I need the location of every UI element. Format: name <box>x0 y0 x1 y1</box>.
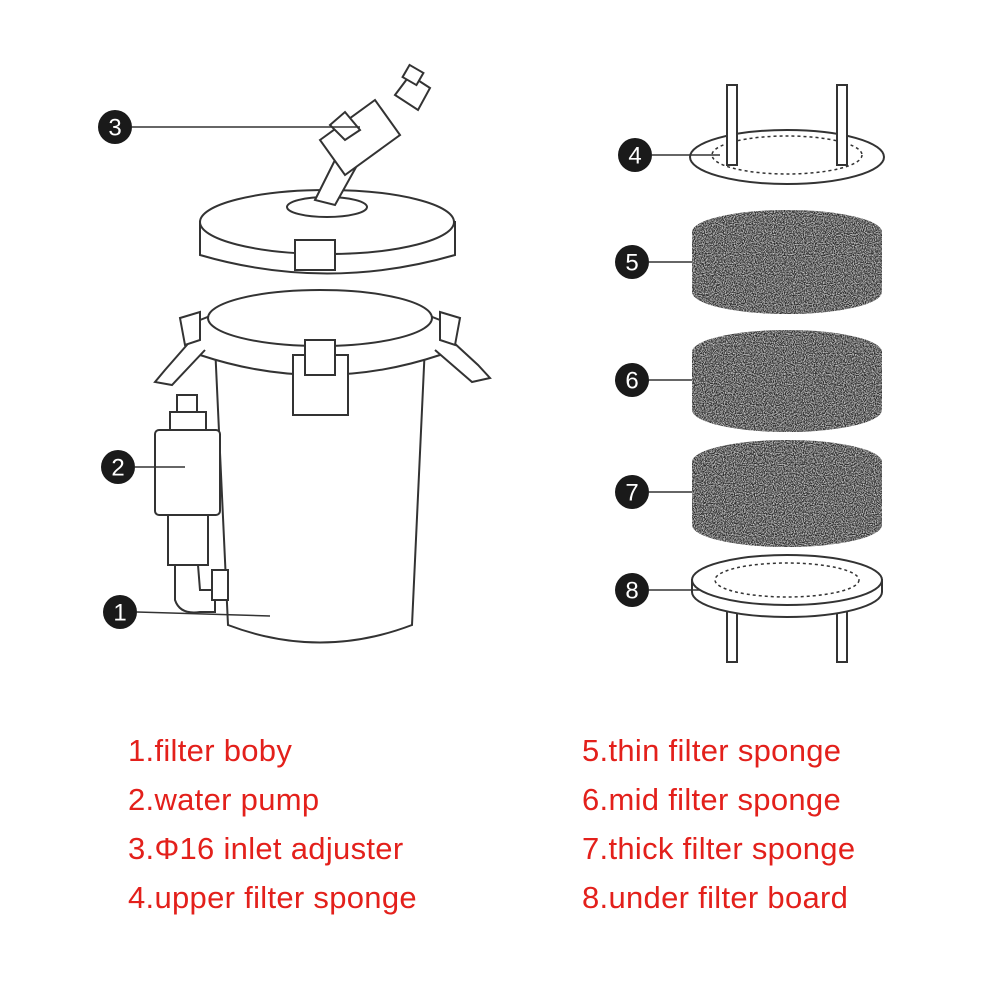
svg-text:8: 8 <box>625 578 638 605</box>
legend-item-mid-sponge: 6.mid filter sponge <box>582 782 841 817</box>
inlet-adjuster <box>313 63 432 207</box>
callout-5: 5 <box>615 245 649 279</box>
callout-1: 1 <box>103 595 137 629</box>
thick-filter-sponge <box>692 440 882 547</box>
callout-8: 8 <box>615 573 649 607</box>
callout-6: 6 <box>615 363 649 397</box>
legend-item-upper-filter-sponge: 4.upper filter sponge <box>128 880 417 915</box>
svg-text:6: 6 <box>625 368 638 395</box>
legend-item-inlet-adjuster: 3.Φ16 inlet adjuster <box>128 831 404 866</box>
svg-text:4: 4 <box>628 143 641 170</box>
filter-body <box>153 289 492 644</box>
legend-item-water-pump: 2.water pump <box>128 782 320 817</box>
water-pump <box>154 394 229 614</box>
callout-2: 2 <box>101 450 135 484</box>
legend-item-thick-sponge: 7.thick filter sponge <box>582 831 856 866</box>
thin-filter-sponge <box>692 210 882 314</box>
legend-item-thin-sponge: 5.thin filter sponge <box>582 733 842 768</box>
under-filter-board <box>691 554 883 663</box>
svg-text:7: 7 <box>625 480 638 507</box>
callout-3: 3 <box>98 110 132 144</box>
leader-lines <box>132 126 720 617</box>
legend-item-filter-body: 1.filter boby <box>128 733 293 768</box>
legend-right: 5.thin filter sponge 6.mid filter sponge… <box>582 726 855 922</box>
svg-text:1: 1 <box>113 600 126 627</box>
legend-left: 1.filter boby 2.water pump 3.Φ16 inlet a… <box>128 726 417 922</box>
legend-item-under-filter-board: 8.under filter board <box>582 880 849 915</box>
svg-text:5: 5 <box>625 250 638 277</box>
filter-lid <box>199 189 456 275</box>
callout-7: 7 <box>615 475 649 509</box>
svg-text:3: 3 <box>108 115 121 142</box>
upper-filter-plate <box>689 84 885 185</box>
callout-4: 4 <box>618 138 652 172</box>
svg-text:2: 2 <box>111 455 124 482</box>
mid-filter-sponge <box>692 330 882 432</box>
